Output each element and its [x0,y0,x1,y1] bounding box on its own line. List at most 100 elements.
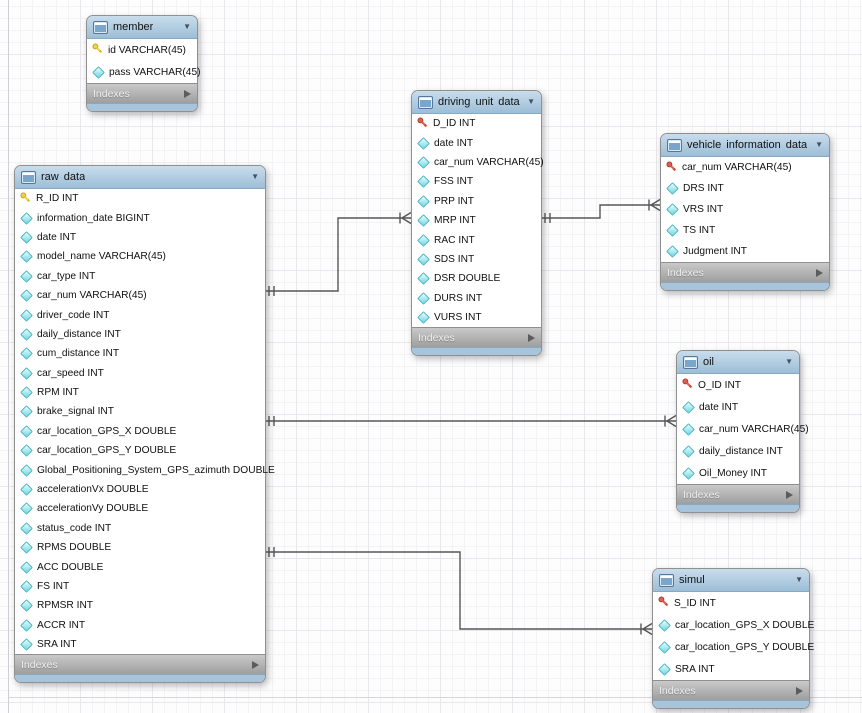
column-row[interactable]: brake_signal INT [15,402,265,421]
column-row[interactable]: FS INT [15,577,265,596]
expand-arrow-icon[interactable] [184,89,191,98]
column-row[interactable]: TS INT [661,220,829,241]
column-row[interactable]: Oil_Money INT [677,462,799,484]
table-header[interactable]: oil▼ [677,351,799,374]
column-row[interactable]: DURS INT [412,289,541,308]
column-row[interactable]: PRP INT [412,192,541,211]
column-row[interactable]: SRA INT [15,635,265,654]
chevron-down-icon[interactable]: ▼ [815,140,823,149]
table-header[interactable]: driving unit data▼ [412,91,541,114]
expand-arrow-icon[interactable] [796,686,803,695]
column-row[interactable]: car_location_GPS_X DOUBLE [653,614,814,636]
table-header[interactable]: vehicle information data ▼ [661,134,829,157]
column-row[interactable]: daily_distance INT [15,325,265,344]
expand-arrow-icon[interactable] [528,333,535,342]
column-row[interactable]: VURS INT [412,308,541,327]
relationship-line-rawdata-to-drivingunitdata[interactable] [264,211,412,297]
column-row[interactable]: car_location_GPS_Y DOUBLE [15,441,265,460]
table-header[interactable]: simul▼ [653,569,809,592]
column-row[interactable]: ACCR INT [15,616,265,635]
table-header[interactable]: raw data▼ [15,166,265,189]
column-row[interactable]: car_num VARCHAR(45) [412,153,544,172]
column-label: car_num VARCHAR(45) [699,423,809,435]
column-row[interactable]: pass VARCHAR(45) [87,61,201,83]
column-row[interactable]: status_code INT [15,519,265,538]
column-row[interactable]: RAC INT [412,230,541,249]
relationship-line-rawdata-to-oil[interactable] [264,414,677,428]
column-row[interactable]: car_speed INT [15,364,265,383]
column-diamond-icon [20,483,33,496]
column-diamond-icon [20,638,33,652]
column-row[interactable]: driver_code INT [15,305,265,324]
column-row[interactable]: Global_Positioning_System_GPS_azimuth DO… [15,460,275,479]
column-row[interactable]: RPM INT [15,383,265,402]
column-row[interactable]: daily_distance INT [677,440,799,462]
column-row[interactable]: SRA INT [653,658,809,680]
column-row[interactable]: R_ID INT [15,189,265,208]
column-label: RPMS DOUBLE [37,542,112,554]
table-header[interactable]: member▼ [87,16,197,39]
column-row[interactable]: DSR DOUBLE [412,269,541,288]
expand-arrow-icon[interactable] [816,268,823,277]
column-row[interactable]: MRP INT [412,211,541,230]
column-diamond-icon [20,560,33,574]
column-row[interactable]: car_num VARCHAR(45) [661,157,829,178]
column-label: car_speed INT [37,367,104,379]
indexes-section[interactable]: Indexes [661,262,829,282]
column-row[interactable]: S_ID INT [653,592,809,614]
column-row[interactable]: ACC DOUBLE [15,557,265,576]
column-row[interactable]: date INT [677,396,799,418]
indexes-section[interactable]: Indexes [677,484,799,504]
column-label: Global_Positioning_System_GPS_azimuth DO… [37,464,275,476]
expand-arrow-icon[interactable] [252,660,259,669]
column-row[interactable]: RPMS DOUBLE [15,538,265,557]
column-row[interactable]: car_location_GPS_Y DOUBLE [653,636,814,658]
column-diamond-icon [20,386,33,399]
column-row[interactable]: RPMSR INT [15,596,265,615]
column-row[interactable]: O_ID INT [677,374,799,396]
column-row[interactable]: SDS INT [412,250,541,269]
chevron-down-icon[interactable]: ▼ [251,172,259,181]
column-row[interactable]: accelerationVy DOUBLE [15,499,265,518]
column-row[interactable]: car_location_GPS_X DOUBLE [15,422,265,441]
relationship-line-rawdata-to-simul[interactable] [264,547,653,636]
table-member[interactable]: member▼id VARCHAR(45)pass VARCHAR(45)Ind… [86,15,201,112]
column-row[interactable]: date INT [412,133,541,152]
column-row[interactable]: id VARCHAR(45) [87,39,197,61]
column-diamond-icon [682,466,695,480]
table-vehicle-information-data[interactable]: vehicle information data ▼ car_num VARCHAR… [660,133,830,291]
column-row[interactable]: Judgment INT [661,241,829,262]
relationship-line-drivingunitdata-to-vehicleinformationdata[interactable] [540,198,661,224]
column-row[interactable]: FSS INT [412,172,541,191]
chevron-down-icon[interactable]: ▼ [785,357,793,366]
column-row[interactable]: car_type INT [15,267,265,286]
indexes-section[interactable]: Indexes [412,327,541,348]
column-row[interactable]: model_name VARCHAR(45) [15,247,265,266]
chevron-down-icon[interactable]: ▼ [795,575,803,584]
column-label: ACC DOUBLE [37,561,104,573]
column-row[interactable]: car_num VARCHAR(45) [677,418,809,440]
indexes-section[interactable]: Indexes [653,680,809,700]
column-label: brake_signal INT [37,406,115,418]
expand-arrow-icon[interactable] [786,490,793,499]
column-row[interactable]: D_ID INT [412,114,541,133]
column-row[interactable]: information_date BIGINT [15,208,265,227]
column-row[interactable]: cum_distance INT [15,344,265,363]
column-row[interactable]: date INT [15,228,265,247]
indexes-section[interactable]: Indexes [15,654,265,675]
column-row[interactable]: accelerationVx DOUBLE [15,480,265,499]
column-row[interactable]: VRS INT [661,199,829,220]
indexes-section[interactable]: Indexes [87,83,197,103]
table-title: vehicle information data [687,139,808,151]
chevron-down-icon[interactable]: ▼ [527,97,535,106]
column-row[interactable]: car_num VARCHAR(45) [15,286,265,305]
column-row[interactable]: DRS INT [661,178,829,199]
chevron-down-icon[interactable]: ▼ [183,22,191,31]
